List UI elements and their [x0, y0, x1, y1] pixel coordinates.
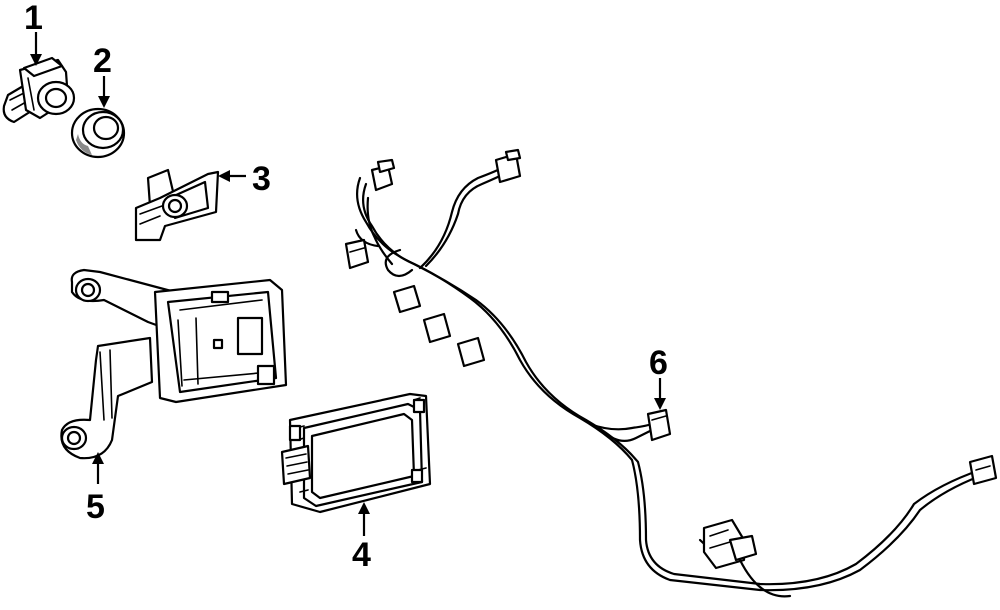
callout-labels: 1 2 3 4 5 6: [24, 0, 668, 574]
parking-sensor-icon: [2, 56, 76, 124]
callout-4: 4: [352, 536, 371, 574]
callout-3: 3: [252, 160, 271, 198]
callout-5: 5: [86, 488, 105, 526]
sensor-bracket-icon: [134, 168, 220, 242]
wiring-harness-icon: [344, 148, 998, 598]
callout-leaders: [30, 32, 666, 536]
callout-1: 1: [24, 0, 43, 37]
callout-2: 2: [93, 42, 112, 80]
callout-6: 6: [649, 344, 668, 382]
module-bracket-icon: [60, 268, 288, 460]
control-module-icon: [280, 392, 432, 514]
sensor-grommet-icon: [70, 107, 126, 159]
